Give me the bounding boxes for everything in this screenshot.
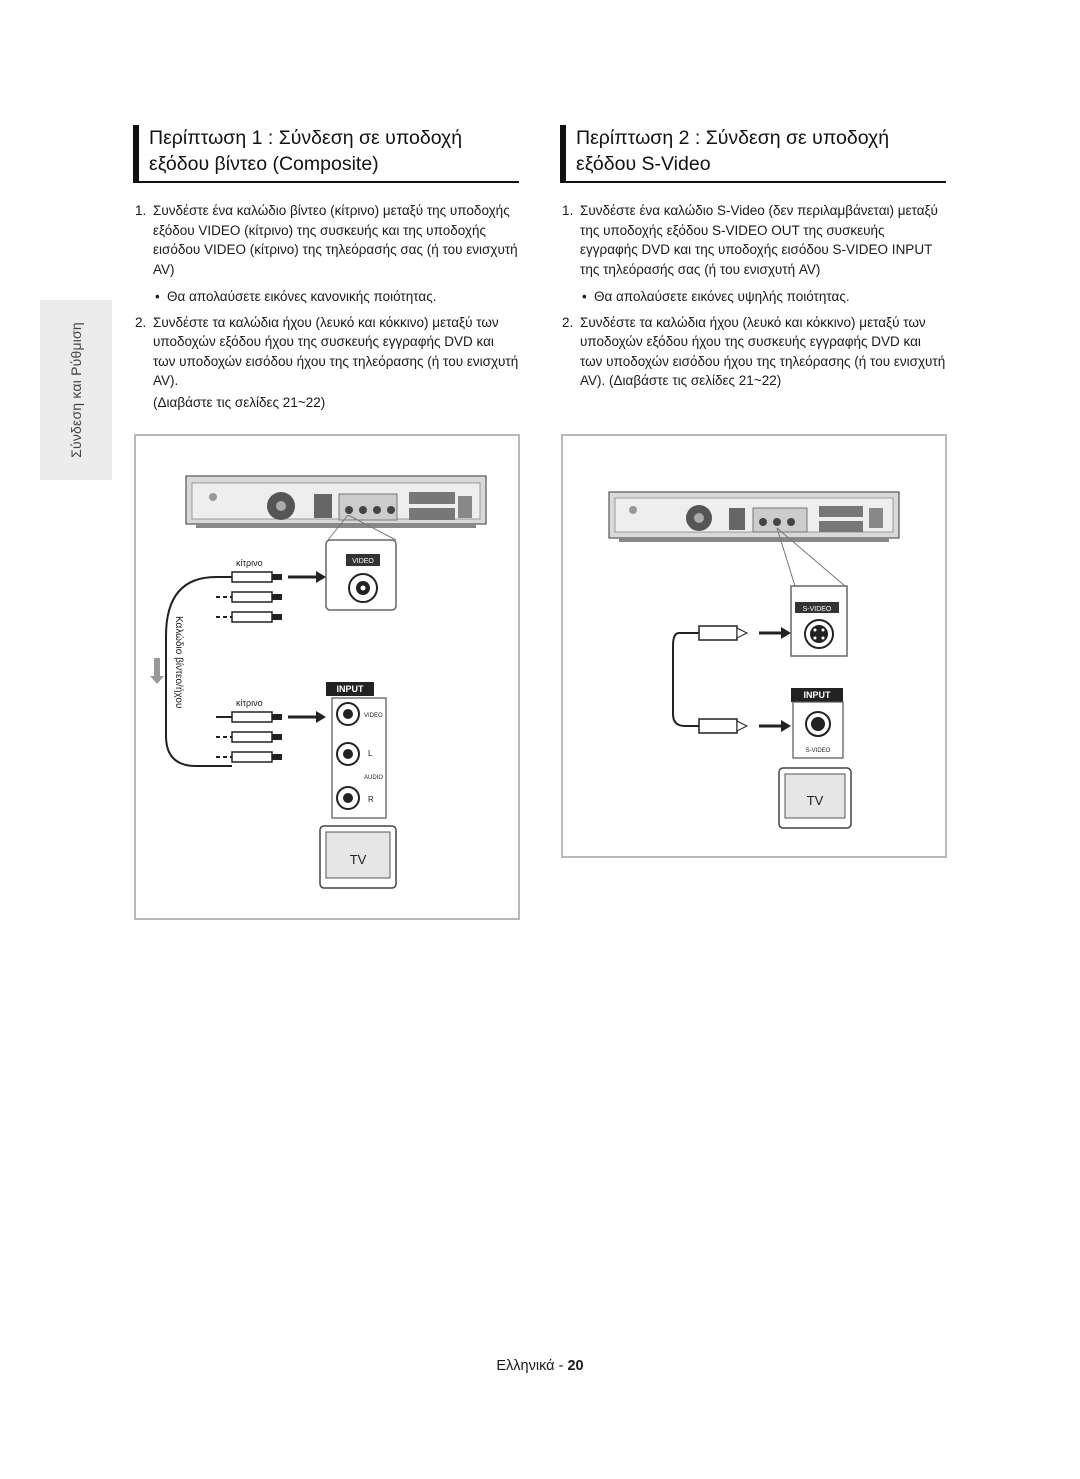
composite-connection-diagram: VIDEO κίτρινο Καλώδιο βίντεο/ήχου xyxy=(134,434,520,920)
fan-icon xyxy=(267,492,295,520)
page-number: 20 xyxy=(567,1358,584,1374)
case2-step2-number: 2. xyxy=(562,314,574,330)
svideo-diagram-svg: S-VIDEO INPUT S-VIDEO xyxy=(608,491,900,829)
case2-step1-text: Συνδέστε ένα καλώδιο S-Video (δεν περιλα… xyxy=(580,203,938,277)
case1-heading-line1: Περίπτωση 1 : Σύνδεση σε υποδοχή xyxy=(149,127,463,149)
tv-label: TV xyxy=(807,793,824,808)
input-r-label: R xyxy=(368,795,374,804)
case2-column: Περίπτωση 2 : Σύνδεση σε υποδοχή εξόδου … xyxy=(560,125,946,397)
page-footer: Ελληνικά - 20 xyxy=(0,1358,1080,1374)
input-video-label: VIDEO xyxy=(364,713,383,719)
side-tab-label: Σύνδεση και Ρύθμιση xyxy=(68,322,84,458)
case1-column: Περίπτωση 1 : Σύνδεση σε υποδοχή εξόδου … xyxy=(133,125,519,418)
case2-heading-line1: Περίπτωση 2 : Σύνδεση σε υποδοχή xyxy=(576,127,890,149)
case1-step1: 1. Συνδέστε ένα καλώδιο βίντεο (κίτρινο)… xyxy=(135,201,519,307)
tv-label: TV xyxy=(350,852,367,867)
case1-step2: 2. Συνδέστε τα καλώδια ήχου (λευκό και κ… xyxy=(135,313,519,413)
yellow-label-bottom: κίτρινο xyxy=(236,698,263,708)
fan-icon xyxy=(686,505,712,531)
case1-heading-line2: εξόδου βίντεο (Composite) xyxy=(149,153,379,175)
case1-step2-text: Συνδέστε τα καλώδια ήχου (λευκό και κόκκ… xyxy=(153,314,519,389)
case2-step1-number: 1. xyxy=(562,203,574,218)
footer-language: Ελληνικά - xyxy=(496,1358,568,1374)
tv-icon: TV xyxy=(319,825,397,889)
input-audio-label: AUDIO xyxy=(364,775,383,781)
yellow-label-top: κίτρινο xyxy=(236,558,263,568)
video-output-port: VIDEO xyxy=(325,539,397,611)
case1-step2-number: 2. xyxy=(135,314,147,330)
case1-step2-note: (Διαβάστε τις σελίδες 21~22) xyxy=(153,394,326,410)
section-side-tab: Σύνδεση και Ρύθμιση xyxy=(40,300,112,480)
tv-input-panel: INPUT S-VIDEO xyxy=(791,688,844,759)
input-l-label: L xyxy=(368,749,373,758)
screw-icon xyxy=(629,506,637,514)
dvd-recorder-rear xyxy=(185,475,487,528)
down-arrow-icon xyxy=(150,658,164,684)
case2-step1-bullet: Θα απολαύσετε εικόνες υψηλής ποιότητας. xyxy=(580,287,946,307)
case1-step1-bullet: Θα απολαύσετε εικόνες κανονικής ποιότητα… xyxy=(153,287,519,307)
tv-icon: TV xyxy=(778,767,852,829)
case2-steps: 1. Συνδέστε ένα καλώδιο S-Video (δεν περ… xyxy=(562,201,946,391)
svideo-port-label: S-VIDEO xyxy=(803,606,832,613)
case2-heading-line2: εξόδου S-Video xyxy=(576,153,711,175)
case2-step2-text: Συνδέστε τα καλώδια ήχου (λευκό και κόκκ… xyxy=(580,314,946,389)
tv-input-panel: INPUT VIDEO L AUDIO R xyxy=(326,682,387,819)
rca-cable-group-top xyxy=(216,571,326,623)
dvd-recorder-rear xyxy=(608,491,900,542)
case2-step2: 2. Συνδέστε τα καλώδια ήχου (λευκό και κ… xyxy=(562,313,946,391)
case1-steps: 1. Συνδέστε ένα καλώδιο βίντεο (κίτρινο)… xyxy=(135,201,519,412)
case2-step1: 1. Συνδέστε ένα καλώδιο S-Video (δεν περ… xyxy=(562,201,946,307)
input-badge: INPUT xyxy=(804,690,832,700)
video-port-label: VIDEO xyxy=(352,558,374,565)
composite-diagram-svg: VIDEO κίτρινο Καλώδιο βίντεο/ήχου xyxy=(150,475,487,889)
case1-step1-text: Συνδέστε ένα καλώδιο βίντεο (κίτρινο) με… xyxy=(153,203,518,277)
input-svideo-label: S-VIDEO xyxy=(806,748,831,754)
case1-heading: Περίπτωση 1 : Σύνδεση σε υποδοχή εξόδου … xyxy=(133,125,519,183)
rca-cable-group-bottom xyxy=(216,711,326,763)
case1-step1-number: 1. xyxy=(135,203,147,218)
case2-heading: Περίπτωση 2 : Σύνδεση σε υποδοχή εξόδου … xyxy=(560,125,946,183)
svideo-cable xyxy=(672,625,791,734)
screw-icon xyxy=(209,493,217,501)
cable-label: Καλώδιο βίντεο/ήχου xyxy=(173,616,185,708)
input-badge: INPUT xyxy=(337,684,365,694)
svideo-connection-diagram: S-VIDEO INPUT S-VIDEO xyxy=(561,434,947,858)
svideo-output-port: S-VIDEO xyxy=(790,585,848,657)
